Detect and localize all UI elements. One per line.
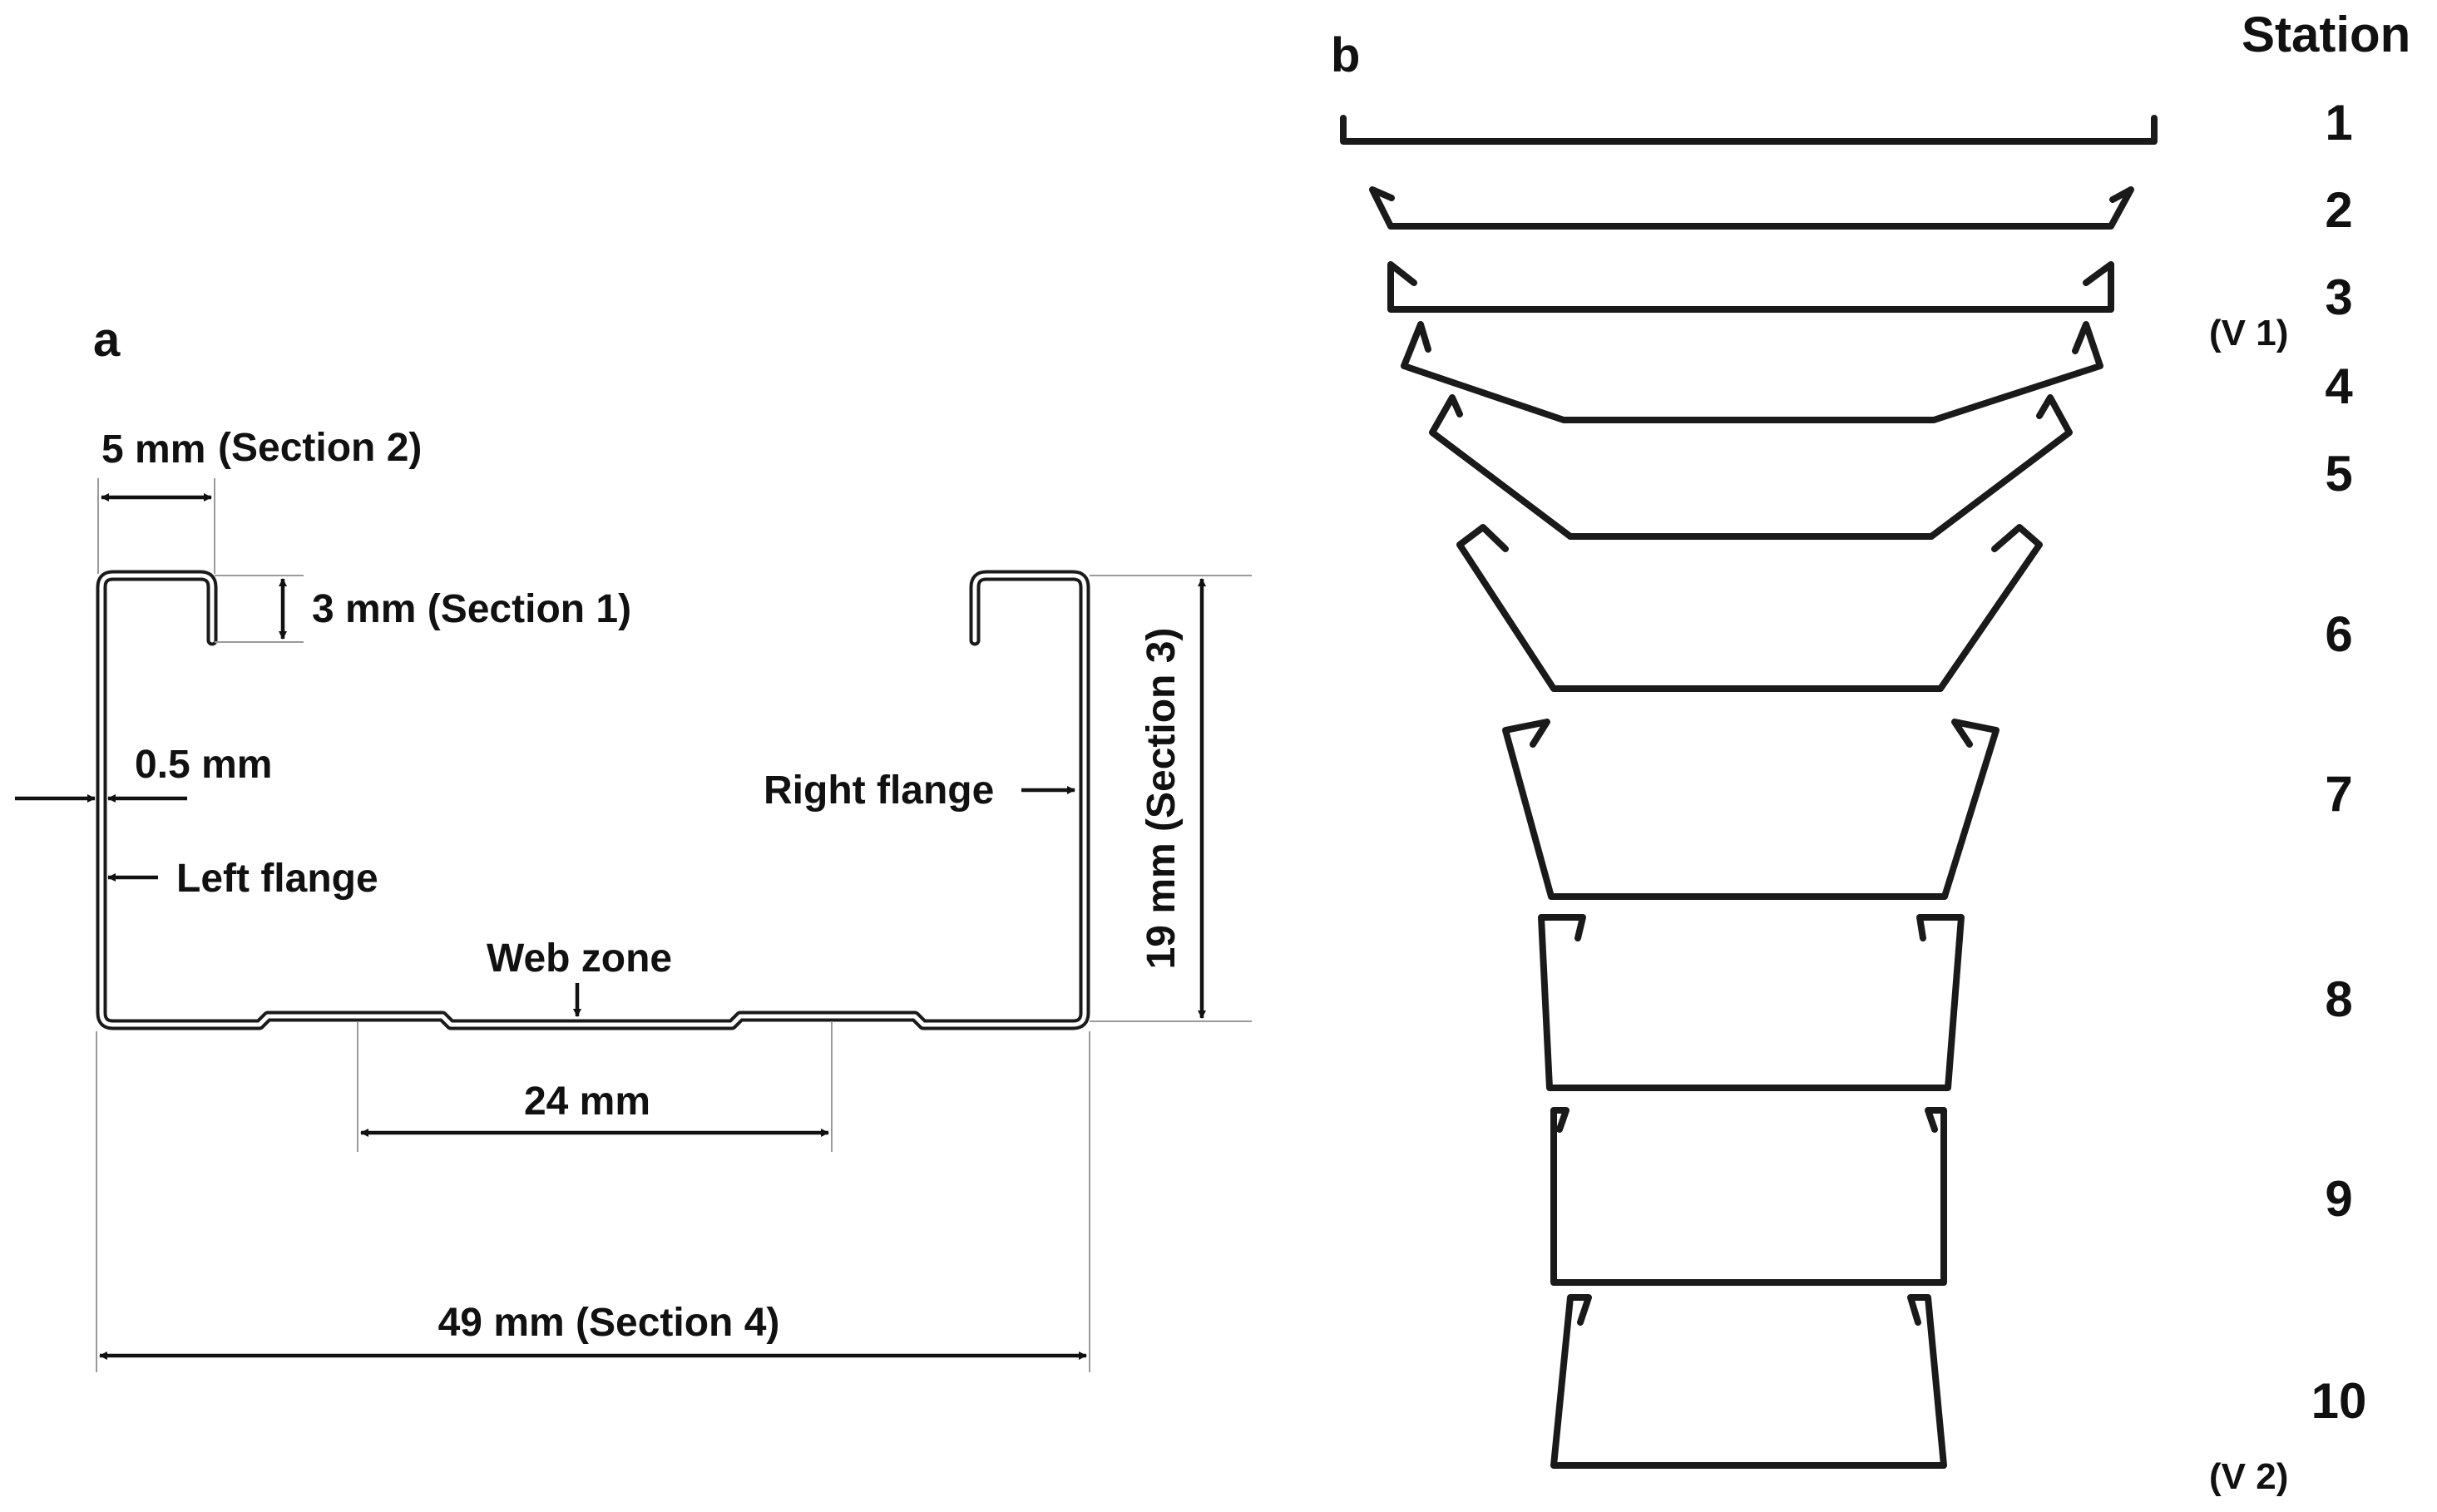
dim-24mm-label: 24 mm [524,1080,650,1124]
station-number: 8 [2325,971,2352,1027]
panel-a: a 5 mm (Section 2) 3 mm (Section 1) 0.5 … [15,313,1252,1372]
web-zone-callout: Web zone [487,936,672,1017]
station-5-profile [1429,394,2073,540]
station-note-v1: (V 1) [2209,313,2288,353]
station-3-profile [1387,261,2114,313]
dimension-thickness: 0.5 mm [15,743,272,803]
station-number: 1 [2325,95,2352,151]
station-2-profile [1369,186,2134,230]
thickness-label: 0.5 mm [135,743,272,787]
station-number: 4 [2325,358,2353,414]
dim-section-1-label: 3 mm (Section 1) [312,587,631,631]
right-flange-label: Right flange [764,768,994,813]
dim-section-3-label: 19 mm (Section 3) [1139,628,1184,970]
dimension-section-3: 19 mm (Section 3) [1090,575,1252,1022]
station-number: 7 [2325,766,2352,822]
dimension-section-4: 49 mm (Section 4) [96,1031,1090,1372]
panel-b: b Station 1 2 3 4 5 6 7 8 9 10 (V 1) (V … [1331,7,2410,1497]
station-4-profile [1401,321,2103,423]
station-9-profile [1550,1107,1947,1286]
channel-section-profile [96,570,1090,1030]
right-flange-callout: Right flange [764,768,1075,813]
station-number: 10 [2311,1373,2367,1429]
station-number: 9 [2325,1171,2352,1227]
panel-a-label: a [93,313,121,367]
station-header: Station [2242,7,2410,62]
dimension-section-2: 5 mm (Section 2) [97,426,422,574]
station-8-profile [1538,914,1965,1091]
station-10-profile [1550,1294,1947,1469]
station-note-v2: (V 2) [2209,1456,2288,1497]
left-flange-label: Left flange [176,857,378,901]
dimension-24mm: 24 mm [357,1021,833,1152]
dim-section-2-label: (Section 2) [218,426,422,470]
web-zone-label: Web zone [487,936,672,981]
dim-5mm-label: 5 mm [101,427,205,472]
station-number: 2 [2325,182,2352,238]
dimension-section-1: 3 mm (Section 1) [215,575,631,643]
station-number: 5 [2325,446,2352,502]
left-flange-callout: Left flange [107,857,378,901]
station-7-profile [1502,719,2000,900]
dim-section-4-label: 49 mm (Section 4) [438,1301,780,1345]
panel-b-label: b [1331,28,1360,82]
station-1-profile [1340,115,2158,145]
station-number: 3 [2325,269,2352,325]
station-number: 6 [2325,606,2352,662]
station-6-profile [1456,524,2043,692]
